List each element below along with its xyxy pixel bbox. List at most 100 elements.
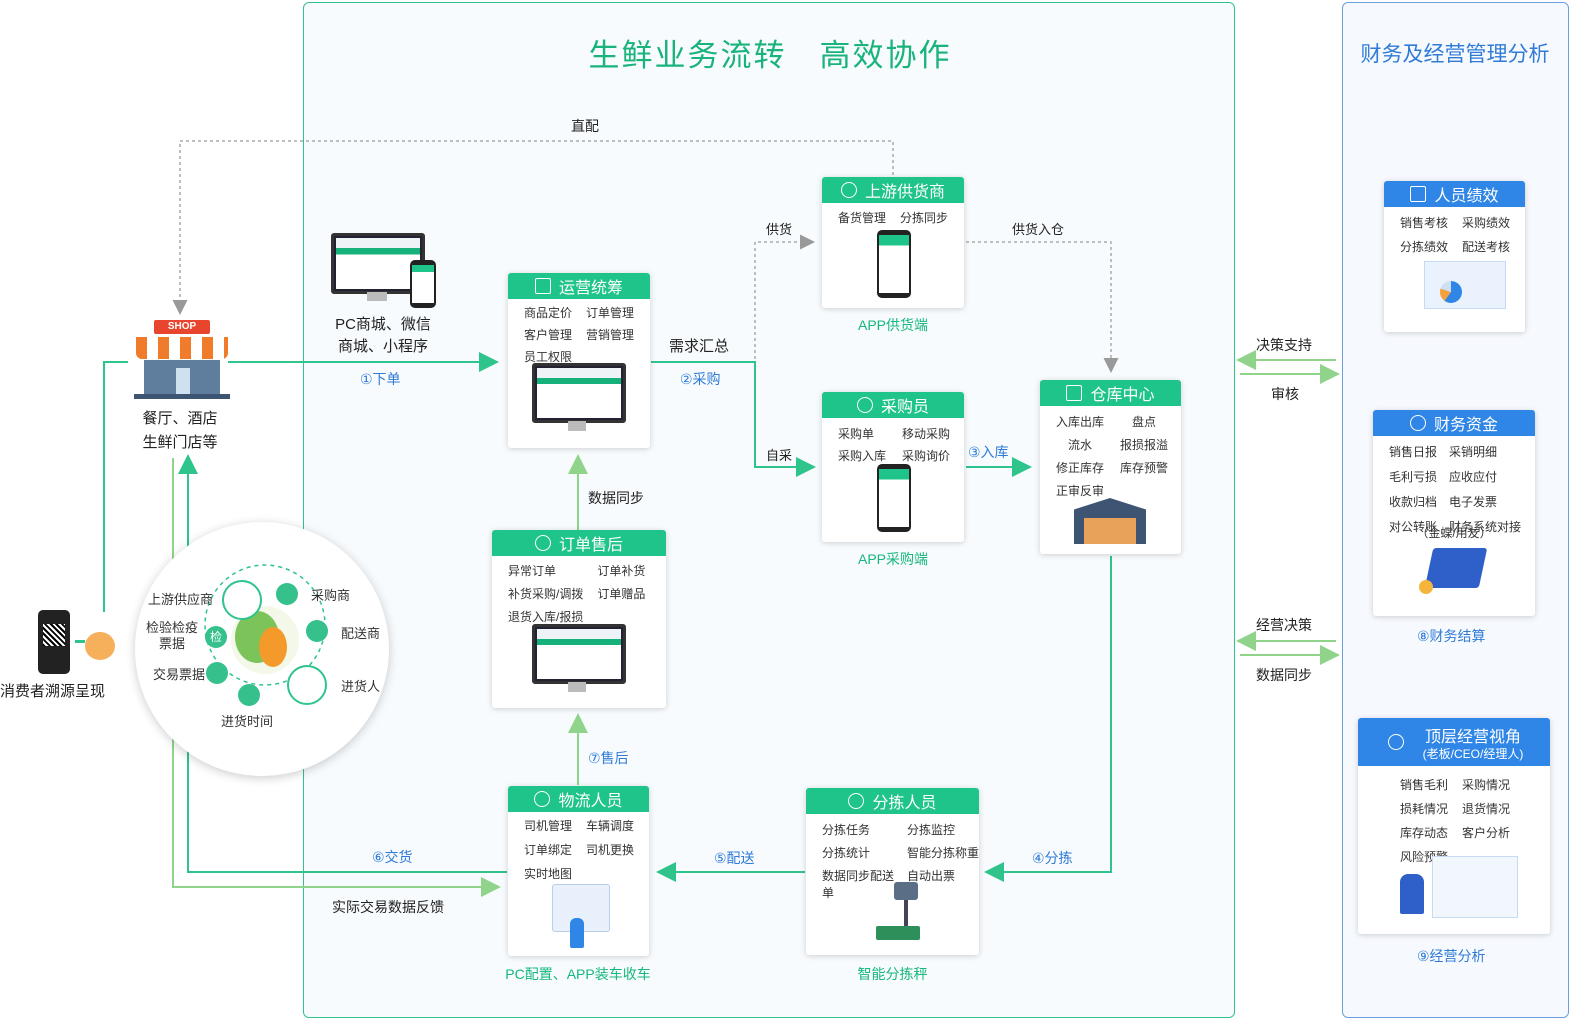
logistics-item: 车辆调度	[586, 819, 635, 833]
card-finance[interactable]: 财务资金 销售日报 采销明细 毛利亏损 应收应付 收款归档 电子发票 对公转账 …	[1373, 410, 1535, 616]
card-warehouse-title: 仓库中心	[1090, 387, 1155, 404]
label-gonghuo-ruku: 供货入仓	[1012, 222, 1065, 237]
scale-pole	[904, 900, 908, 932]
warehouse-icon	[1066, 385, 1083, 401]
logistics-person	[570, 918, 584, 948]
scale-base	[876, 926, 920, 940]
supplier-item: 备货管理	[838, 211, 887, 225]
right-panel-title: 财务及经营管理分析	[1360, 43, 1550, 66]
finance-item: 应收应付	[1449, 470, 1498, 484]
trace-purchaser: 进货人	[341, 679, 381, 694]
trace-ring	[204, 564, 326, 686]
laptop-icon	[1424, 548, 1488, 588]
main-title: 生鲜业务流转 高效协作	[588, 38, 952, 73]
buyer-item: 采购询价	[902, 449, 951, 463]
label-zhipei: 直配	[571, 118, 599, 134]
card-performance[interactable]: 人员绩效 销售考核 采购绩效 分拣绩效 配送考核	[1384, 181, 1525, 332]
qr-code-icon	[43, 624, 65, 646]
label-juece: 决策支持	[1256, 337, 1312, 353]
pie-chart-icon	[1440, 281, 1462, 303]
card-logistics-title: 物流人员	[558, 793, 623, 810]
finance-item: 财务系统对接	[1449, 520, 1522, 534]
buyer-item: 采购入库	[838, 449, 887, 463]
sorting-item: 数据同步配送单	[822, 869, 895, 900]
buyer-item: 移动采购	[902, 427, 951, 441]
aftersale-item: 订单赠品	[597, 587, 646, 601]
step-5: ⑤配送	[714, 850, 755, 866]
perf-item: 销售考核	[1400, 216, 1449, 230]
top-item: 库存动态	[1400, 826, 1449, 840]
pc-mall-phone	[410, 260, 436, 308]
finance-item: 对公转账	[1389, 520, 1438, 534]
app-phone	[877, 464, 911, 532]
sorting-item: 自动出票	[906, 869, 955, 883]
warehouse-boxes	[1084, 518, 1136, 544]
card-finance-title: 财务资金	[1433, 417, 1498, 434]
sorting-item: 分拣任务	[822, 823, 871, 837]
coin-icon	[1419, 580, 1433, 594]
top-item: 采购情况	[1462, 778, 1511, 792]
ops-item: 客户管理	[524, 328, 573, 342]
sorting-item: 分拣统计	[822, 846, 871, 860]
aftersale-item: 退货入库/报损	[508, 610, 584, 624]
card-top-title: 顶层经营视角	[1424, 729, 1521, 746]
top-item: 退货情况	[1462, 802, 1511, 816]
warehouse-item: 报损报溢	[1120, 438, 1169, 452]
sorting-item: 分拣监控	[906, 823, 955, 837]
card-supplier-title: 上游供货商	[864, 184, 945, 201]
step-8: ⑧财务结算	[1417, 628, 1486, 644]
user-icon	[840, 182, 857, 198]
user-icon	[1388, 734, 1404, 750]
step-4: ④分拣	[1032, 850, 1073, 866]
card-warehouse[interactable]: 仓库中心 入库出库 盘点 流水 报损报溢 修正库存 库存预警 正审反审	[1040, 380, 1181, 554]
finance-item: 采销明细	[1449, 445, 1498, 459]
logistics-item: 订单绑定	[524, 843, 573, 857]
warehouse-item: 流水	[1068, 438, 1093, 452]
card-supplier[interactable]: 上游供货商 备货管理 分拣同步	[822, 177, 964, 308]
card-logistics[interactable]: 物流人员 司机管理 车辆调度 订单绑定 司机更换 实时地图	[508, 786, 649, 956]
label-feedback: 实际交易数据反馈	[332, 899, 444, 915]
supplier-store-icon	[222, 580, 262, 620]
sorting-caption: 智能分拣秤	[857, 966, 928, 982]
step-6: ⑥交货	[372, 849, 413, 865]
card-top-view[interactable]: 顶层经营视角 (老板/CEO/经理人) 销售毛利 采购情况 损耗情况 退货情况 …	[1358, 718, 1550, 934]
trace-time: 进货时间	[221, 714, 274, 729]
clock-icon	[238, 684, 260, 706]
analyst-person	[1400, 874, 1424, 914]
chart-icon	[1410, 186, 1427, 202]
cart-icon	[276, 583, 298, 605]
inspection-icon: 检	[205, 626, 227, 648]
card-ops[interactable]: 运营统筹 商品定价 订单管理 客户管理 营销管理 员工权限	[508, 273, 650, 448]
pc-mall-label: PC商城、微信 商城、小程序	[335, 316, 431, 355]
app-phone	[877, 230, 911, 298]
card-buyer[interactable]: 采购员 采购单 移动采购 采购入库 采购询价	[822, 392, 964, 542]
consumer-mini-trace	[75, 612, 137, 672]
scale-screen	[894, 882, 918, 900]
restaurant-label: 餐厅、酒店 生鲜门店等	[142, 410, 218, 451]
truck-icon	[306, 620, 328, 642]
perf-item: 分拣绩效	[1400, 240, 1449, 254]
buyer-item: 采购单	[838, 427, 875, 441]
perf-item: 采购绩效	[1462, 216, 1511, 230]
warehouse-item: 库存预警	[1120, 461, 1169, 475]
ops-monitor-stand	[568, 421, 586, 431]
top-item: 客户分析	[1462, 826, 1511, 840]
warehouse-item: 正审反审	[1056, 484, 1105, 498]
card-ops-title: 运营统筹	[558, 280, 623, 297]
card-sorting[interactable]: 分拣人员 分拣任务 分拣监控 分拣统计 智能分拣称重 数据同步配送单 自动出票	[806, 788, 979, 955]
step-2: ②采购	[680, 371, 721, 387]
shop-icon: SHOP	[134, 320, 230, 400]
step-3: ③入库	[968, 444, 1009, 460]
ops-item: 员工权限	[524, 350, 573, 364]
label-xuqiu: 需求汇总	[669, 338, 730, 355]
top-item: 销售毛利	[1400, 778, 1449, 792]
consumer-label: 消费者溯源呈现	[0, 683, 106, 700]
step-1: ①下单	[360, 371, 401, 387]
perf-board	[1424, 261, 1506, 309]
ops-item: 订单管理	[586, 306, 635, 320]
warehouse-item: 盘点	[1132, 415, 1157, 429]
card-aftersale[interactable]: 订单售后 异常订单 订单补货 补货采购/调拨 订单赠品 退货入库/报损	[492, 530, 666, 708]
aftersale-item: 补货采购/调拨	[508, 587, 584, 601]
finance-item: 收款归档	[1389, 495, 1438, 509]
